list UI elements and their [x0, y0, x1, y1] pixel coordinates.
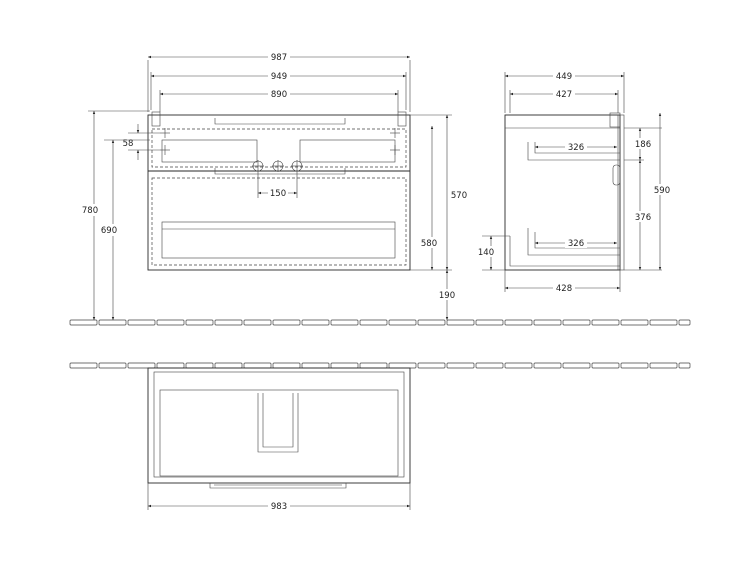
front-elevation: 987 949 890 58 150 780 690	[82, 51, 468, 320]
dim-side-bottom-height: 140	[478, 248, 494, 258]
wall-segment	[301, 362, 330, 369]
floor-segment	[562, 319, 591, 326]
wall-segment	[214, 362, 243, 369]
floor-segment	[649, 319, 678, 326]
floor-segment	[243, 319, 272, 326]
wall-segment	[417, 362, 446, 369]
wall-segment	[620, 362, 649, 369]
side-elevation: 449 427 326 326 186 376 590 140	[477, 70, 672, 294]
floor-segment	[301, 319, 330, 326]
dim-front-total-height: 780	[82, 206, 98, 216]
floor-segment	[591, 319, 620, 326]
floor-segment	[214, 319, 243, 326]
front-cabinet-body	[147, 114, 411, 271]
dim-front-height-570: 570	[451, 191, 467, 201]
plan-cabinet-outline	[147, 367, 411, 484]
wall-segment	[649, 362, 678, 369]
wall-segment	[98, 362, 127, 369]
floor-segment	[98, 319, 127, 326]
floor-segment	[359, 319, 388, 326]
floor-segment	[620, 319, 649, 326]
floor-segment	[446, 319, 475, 326]
wall-segment	[359, 362, 388, 369]
dim-side-total-height: 590	[654, 186, 670, 196]
floor-segment	[504, 319, 533, 326]
wall-segment	[475, 362, 504, 369]
dim-front-floor-gap: 190	[439, 291, 455, 301]
wall-segment	[591, 362, 620, 369]
wall-segment	[533, 362, 562, 369]
dim-front-tap-spacing: 150	[270, 189, 286, 199]
floor-segment	[156, 319, 185, 326]
wall-segment	[446, 362, 475, 369]
dim-front-inner-width: 890	[271, 90, 287, 100]
dim-front-outer-width: 987	[271, 53, 287, 63]
wall-segment	[272, 362, 301, 369]
dim-front-height-580: 580	[421, 239, 437, 249]
wall-segment	[562, 362, 591, 369]
floor-segment	[417, 319, 446, 326]
wall-segment	[243, 362, 272, 369]
floor-segment	[330, 319, 359, 326]
wall-segment	[388, 362, 417, 369]
floor-line	[69, 319, 691, 326]
wall-segment	[127, 362, 156, 369]
dim-side-outer-depth: 449	[556, 72, 572, 82]
floor-segment	[388, 319, 417, 326]
wall-segment	[156, 362, 185, 369]
dim-side-lower-height: 376	[635, 213, 651, 223]
dim-side-depth-427: 427	[556, 90, 572, 100]
floor-segment	[185, 319, 214, 326]
dim-side-base-depth: 428	[556, 284, 572, 294]
dim-side-top-height: 186	[635, 140, 651, 150]
wall-segment	[185, 362, 214, 369]
wall-segment	[678, 362, 691, 369]
dim-plan-width: 983	[271, 502, 287, 512]
floor-segment	[475, 319, 504, 326]
tap-connection-icon	[252, 160, 303, 172]
wall-line	[69, 362, 691, 369]
dim-front-tap-offset: 58	[123, 139, 134, 149]
floor-segment	[533, 319, 562, 326]
wall-segment	[69, 362, 98, 369]
floor-segment	[69, 319, 98, 326]
dim-front-width-949: 949	[271, 72, 287, 82]
wall-segment	[330, 362, 359, 369]
floor-segment	[678, 319, 691, 326]
floor-segment	[272, 319, 301, 326]
side-cabinet-body	[504, 114, 621, 271]
plan-view: 983	[147, 367, 411, 512]
floor-segment	[127, 319, 156, 326]
dim-side-shelf-bottom: 326	[568, 239, 584, 249]
dim-side-shelf-top: 326	[568, 143, 584, 153]
wall-segment	[504, 362, 533, 369]
dim-front-height-690: 690	[101, 226, 117, 236]
